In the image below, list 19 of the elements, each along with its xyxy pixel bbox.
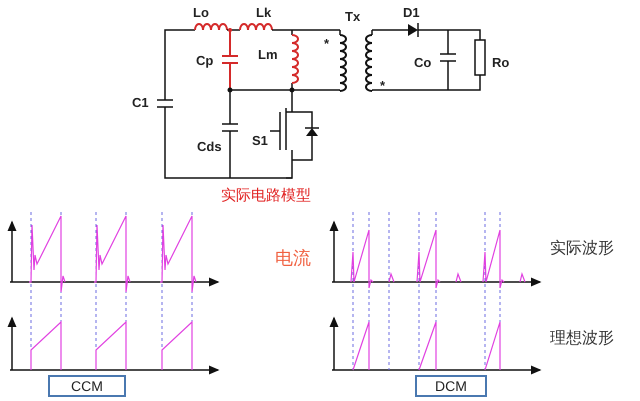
component-label: C1 (132, 96, 149, 109)
component-label: Ro (492, 56, 510, 69)
polarity-mark: * (380, 79, 386, 92)
waveform-label: 电流 (275, 250, 311, 268)
mode-label-box: DCM (415, 375, 487, 397)
polarity-mark: * (324, 37, 330, 50)
waveform-label: 理想波形 (550, 330, 614, 346)
component-label: Co (414, 56, 432, 69)
component-label: Lm (258, 48, 278, 61)
component-label: Lk (256, 6, 272, 19)
component-label: Cp (196, 54, 214, 67)
component-label: Lo (193, 6, 209, 19)
mode-label-box: CCM (48, 375, 126, 397)
component-label: Tx (345, 10, 360, 23)
waveform-label: 实际波形 (550, 240, 614, 256)
circuit-caption: 实际电路模型 (221, 188, 311, 203)
component-label: D1 (403, 6, 420, 19)
component-label: S1 (252, 134, 268, 147)
component-label: Cds (197, 140, 222, 153)
